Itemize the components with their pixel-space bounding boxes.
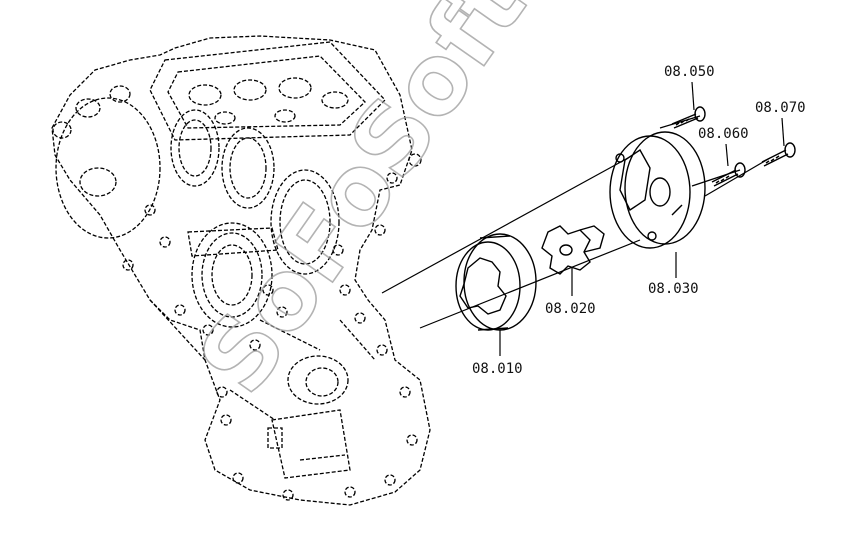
callout-label-08-020: 08.020 — [545, 301, 596, 317]
callout-leaders — [499, 81, 785, 356]
callout-label-08-060: 08.060 — [698, 126, 749, 142]
engine-housing — [51, 35, 431, 506]
inner-rotor-part — [541, 225, 605, 275]
callout-label-08-070: 08.070 — [755, 100, 806, 116]
callout-label-08-010: 08.010 — [472, 361, 523, 377]
outer-rotor-part — [455, 233, 537, 331]
bolt-08-050 — [671, 106, 706, 129]
callout-label-08-050: 08.050 — [664, 64, 715, 80]
housing-bolt-bosses — [122, 153, 422, 501]
pump-cover-part — [609, 131, 706, 249]
bolt-08-070 — [761, 142, 796, 167]
bolt-08-060 — [711, 162, 746, 187]
watermark-text: SoFoSoft — [177, 0, 547, 413]
callout-label-08-030: 08.030 — [648, 281, 699, 297]
